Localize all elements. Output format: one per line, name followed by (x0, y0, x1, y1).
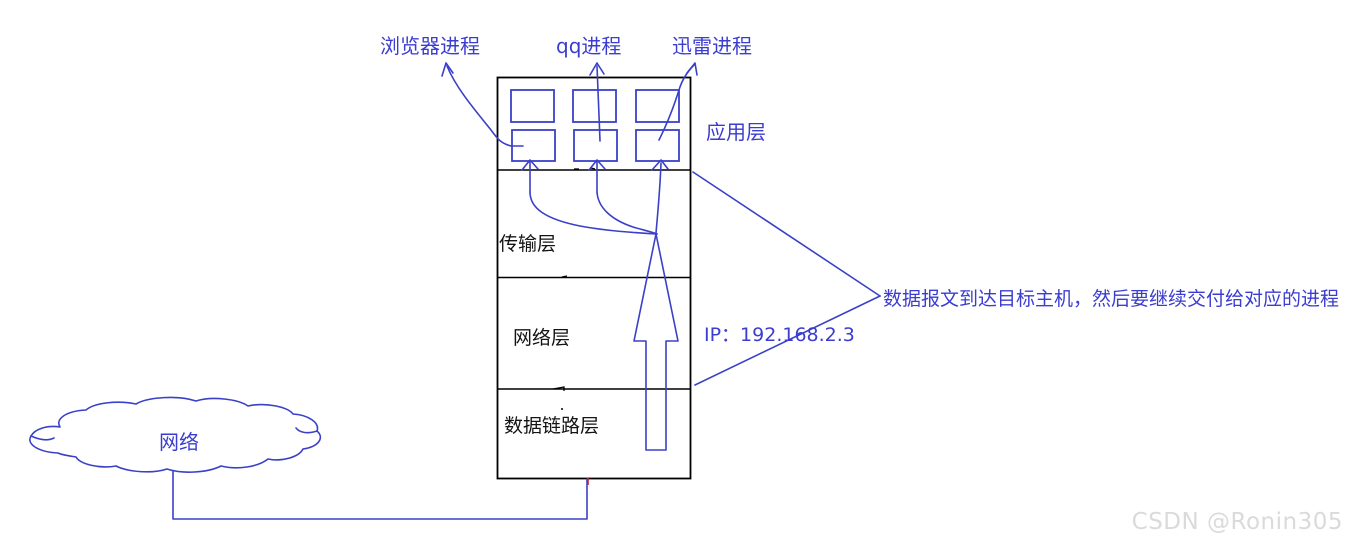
demux-curve-middle (596, 191, 658, 235)
csdn-watermark: CSDN @Ronin305 (1131, 509, 1343, 535)
layer-dividers (497, 169, 691, 390)
cloud-label: 网络 (159, 430, 199, 454)
packet-up-arrow (633, 233, 679, 451)
xunlei-process-arrow (658, 64, 695, 141)
browser-process-label: 浏览器进程 (380, 34, 480, 58)
transport-layer-label: 传输层 (499, 233, 557, 255)
qq-process-arrow (596, 65, 601, 142)
application-layer-label: 应用层 (706, 120, 766, 144)
xunlei-process-arrowhead (686, 62, 698, 76)
network-cloud (29, 396, 322, 473)
tick-4 (552, 386, 565, 391)
hand-drawn-ticks (552, 167, 596, 410)
tick-dot (561, 408, 563, 410)
demux-curve-left (529, 191, 658, 235)
socket-arrow-right (651, 159, 669, 234)
tick-3 (561, 275, 568, 278)
socket-box-bottom-2 (573, 129, 618, 162)
xunlei-process-label: 迅雷进程 (672, 34, 752, 58)
cloud-to-host-wire (172, 470, 588, 520)
browser-process-arrow (446, 65, 524, 147)
annotation-pointer-bottom (694, 295, 881, 386)
browser-process-arrowhead (441, 62, 454, 77)
socket-box-top-1 (510, 89, 555, 123)
tick-2 (590, 167, 596, 170)
socket-box-bottom-3 (635, 129, 680, 162)
socket-box-top-3 (635, 89, 680, 123)
socket-arrow-left (521, 159, 539, 193)
network-layer-label: 网络层 (513, 327, 571, 349)
datalink-layer-label: 数据链路层 (504, 415, 600, 437)
socket-box-top-2 (572, 89, 617, 123)
annotation-pointer-top (692, 171, 881, 297)
ip-address-label: IP：192.168.2.3 (704, 324, 855, 346)
cloud-curl-left (30, 435, 55, 441)
qq-process-label: qq进程 (556, 34, 622, 58)
application-sockets (510, 89, 680, 162)
qq-process-arrowhead (589, 62, 605, 76)
cloud-curl-right (295, 427, 318, 434)
flow-lines (29, 62, 881, 520)
annotation-text: 数据报文到达目标主机，然后要继续交付给对应的进程 (883, 288, 1340, 310)
socket-arrow-middle (588, 159, 606, 193)
